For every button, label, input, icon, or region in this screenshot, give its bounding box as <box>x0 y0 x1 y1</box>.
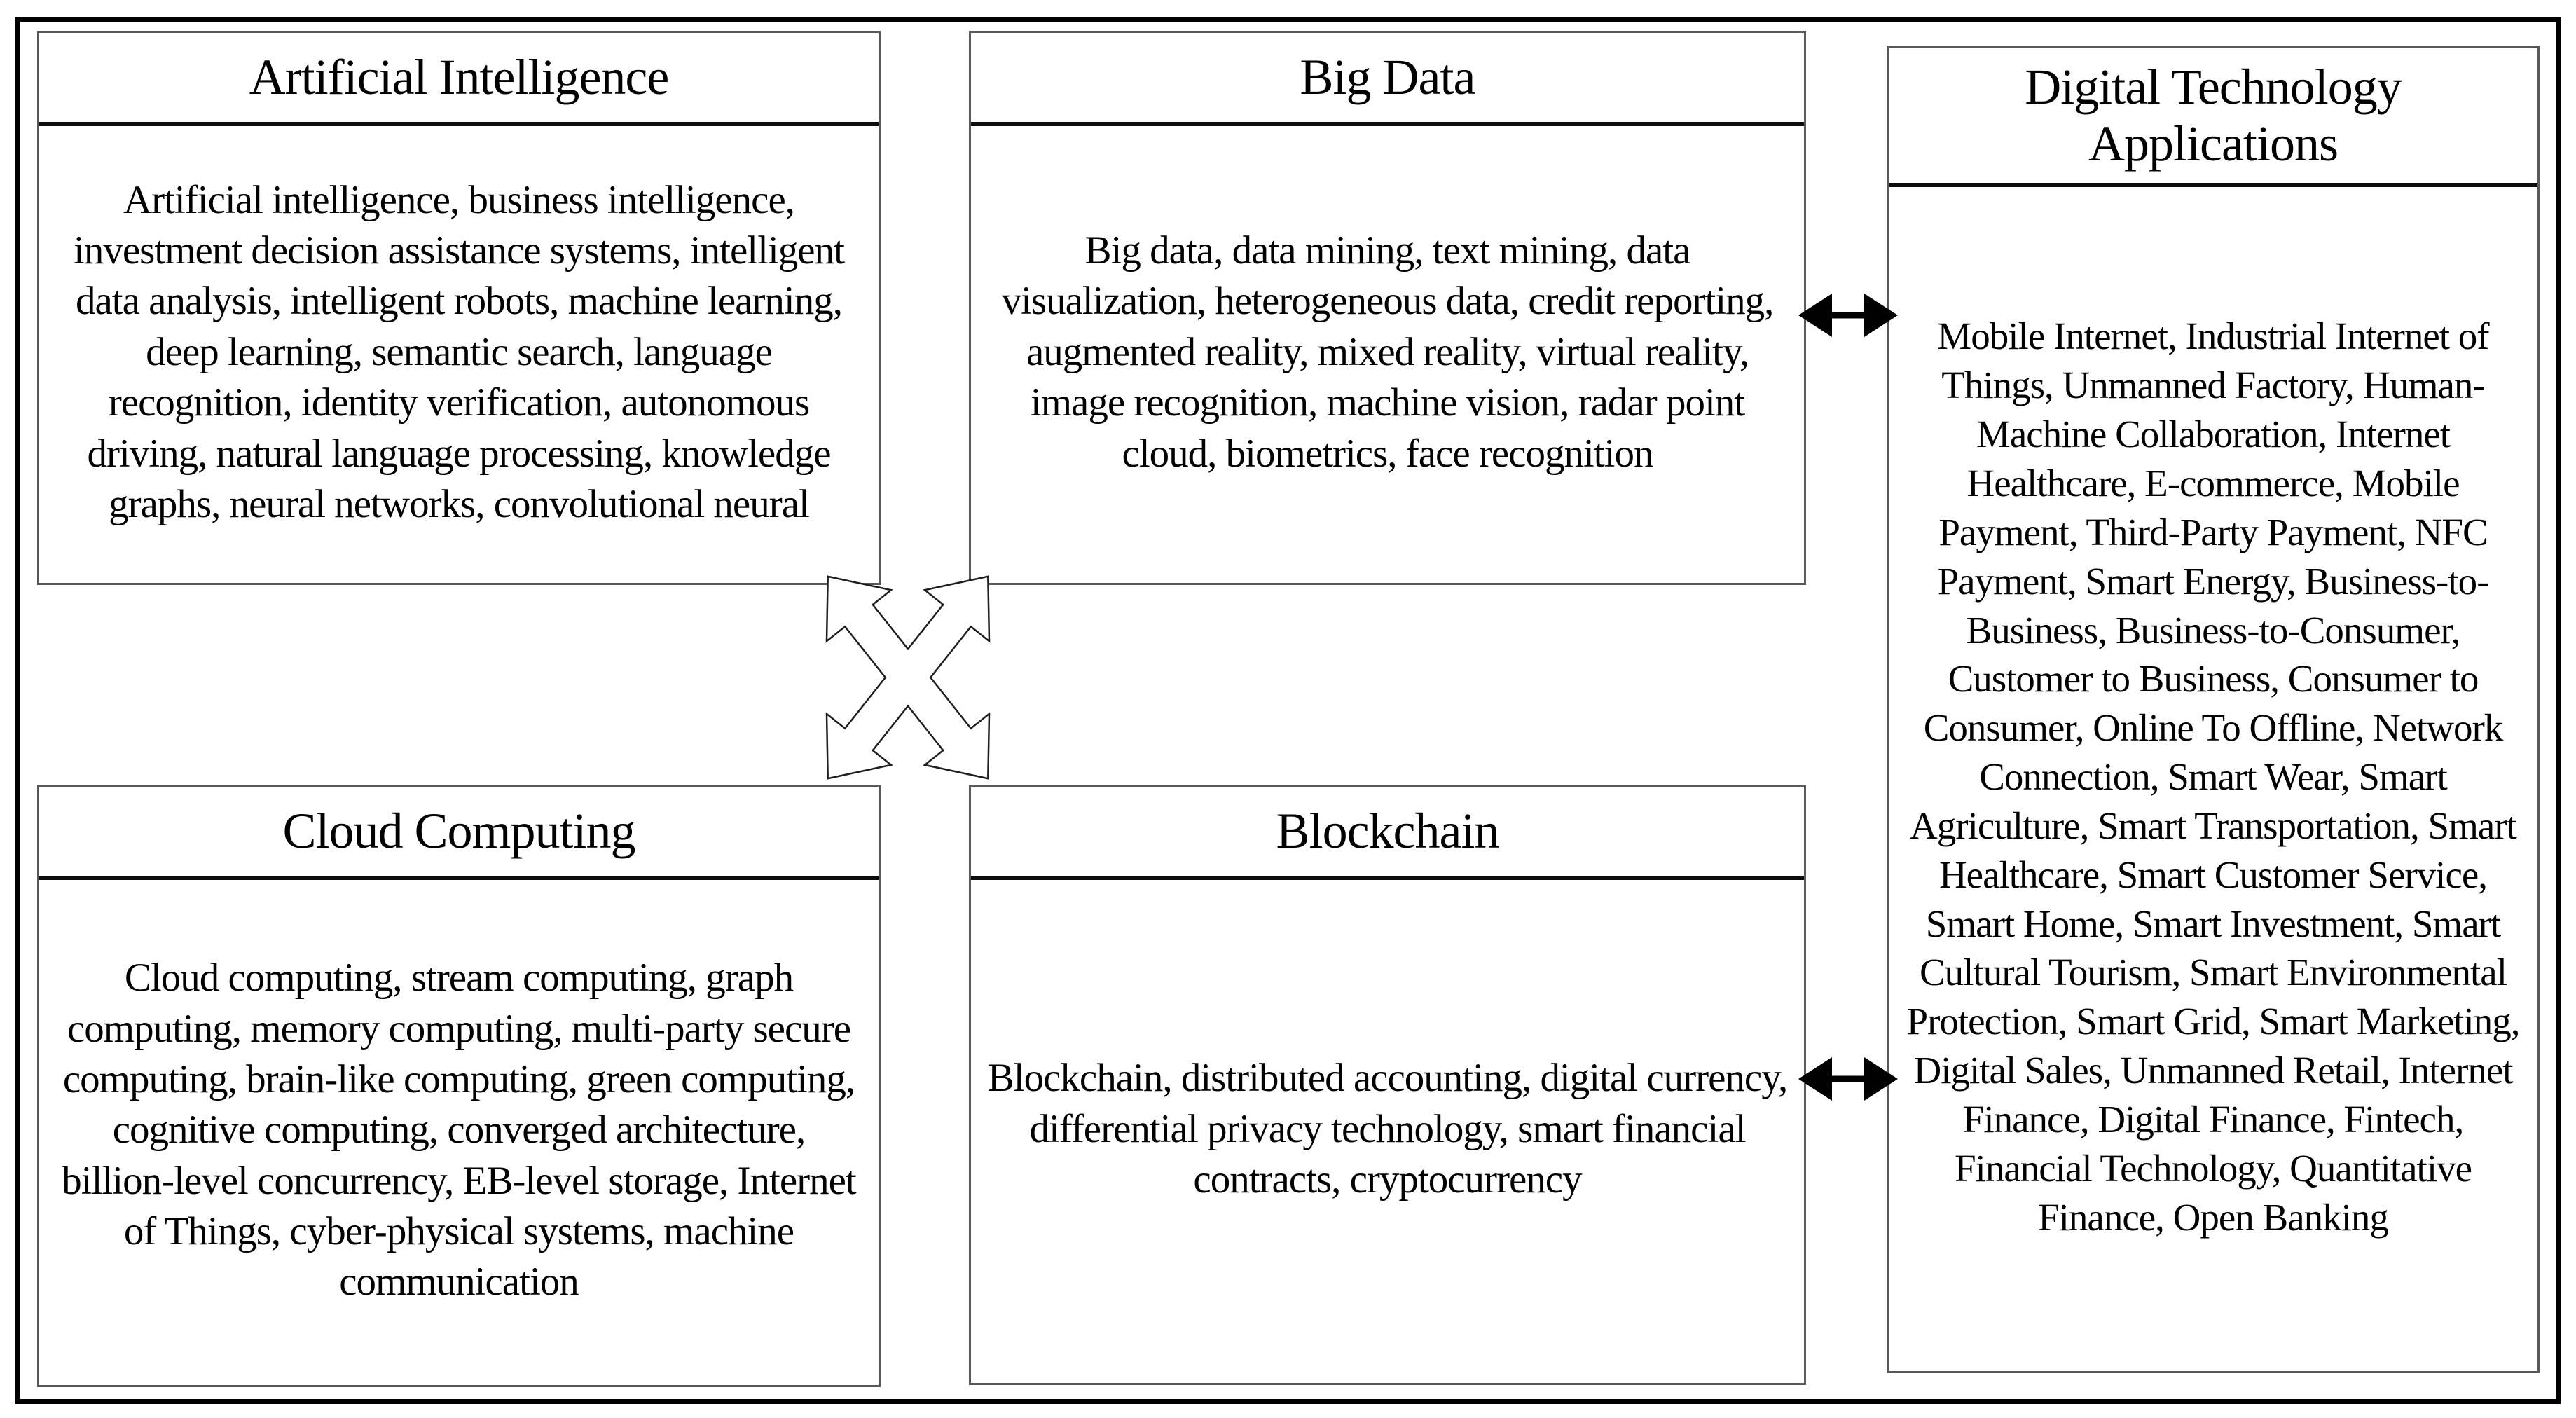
box-digital-technology-applications: Digital Technology Applications Mobile I… <box>1887 46 2540 1373</box>
box-keywords: Mobile Internet, Industrial Internet of … <box>1906 315 2521 1239</box>
box-title: Big Data <box>971 33 1804 126</box>
double-arrow-icon <box>1798 1057 1898 1101</box>
box-keywords: Blockchain, distributed accounting, digi… <box>987 1056 1789 1202</box>
four-way-diagonal-arrows-icon <box>825 573 991 782</box>
box-title: Artificial Intelligence <box>39 33 879 126</box>
figure-outer-border <box>15 17 2561 1404</box>
box-big-data: Big Data Big data, data mining, text min… <box>969 31 1806 585</box>
box-keywords: Artificial intelligence, business intell… <box>74 177 845 526</box>
box-title: Digital Technology Applications <box>1889 48 2537 187</box>
box-title: Cloud Computing <box>39 787 879 880</box>
double-arrow-icon <box>1798 294 1898 337</box>
box-keywords: Cloud computing, stream computing, graph… <box>62 956 856 1305</box>
box-title: Blockchain <box>971 787 1804 880</box>
box-artificial-intelligence: Artificial Intelligence Artificial intel… <box>37 31 881 585</box>
box-blockchain: Blockchain Blockchain, distributed accou… <box>969 785 1806 1385</box>
box-keywords: Big data, data mining, text mining, data… <box>1001 228 1775 476</box>
box-cloud-computing: Cloud Computing Cloud computing, stream … <box>37 785 881 1387</box>
